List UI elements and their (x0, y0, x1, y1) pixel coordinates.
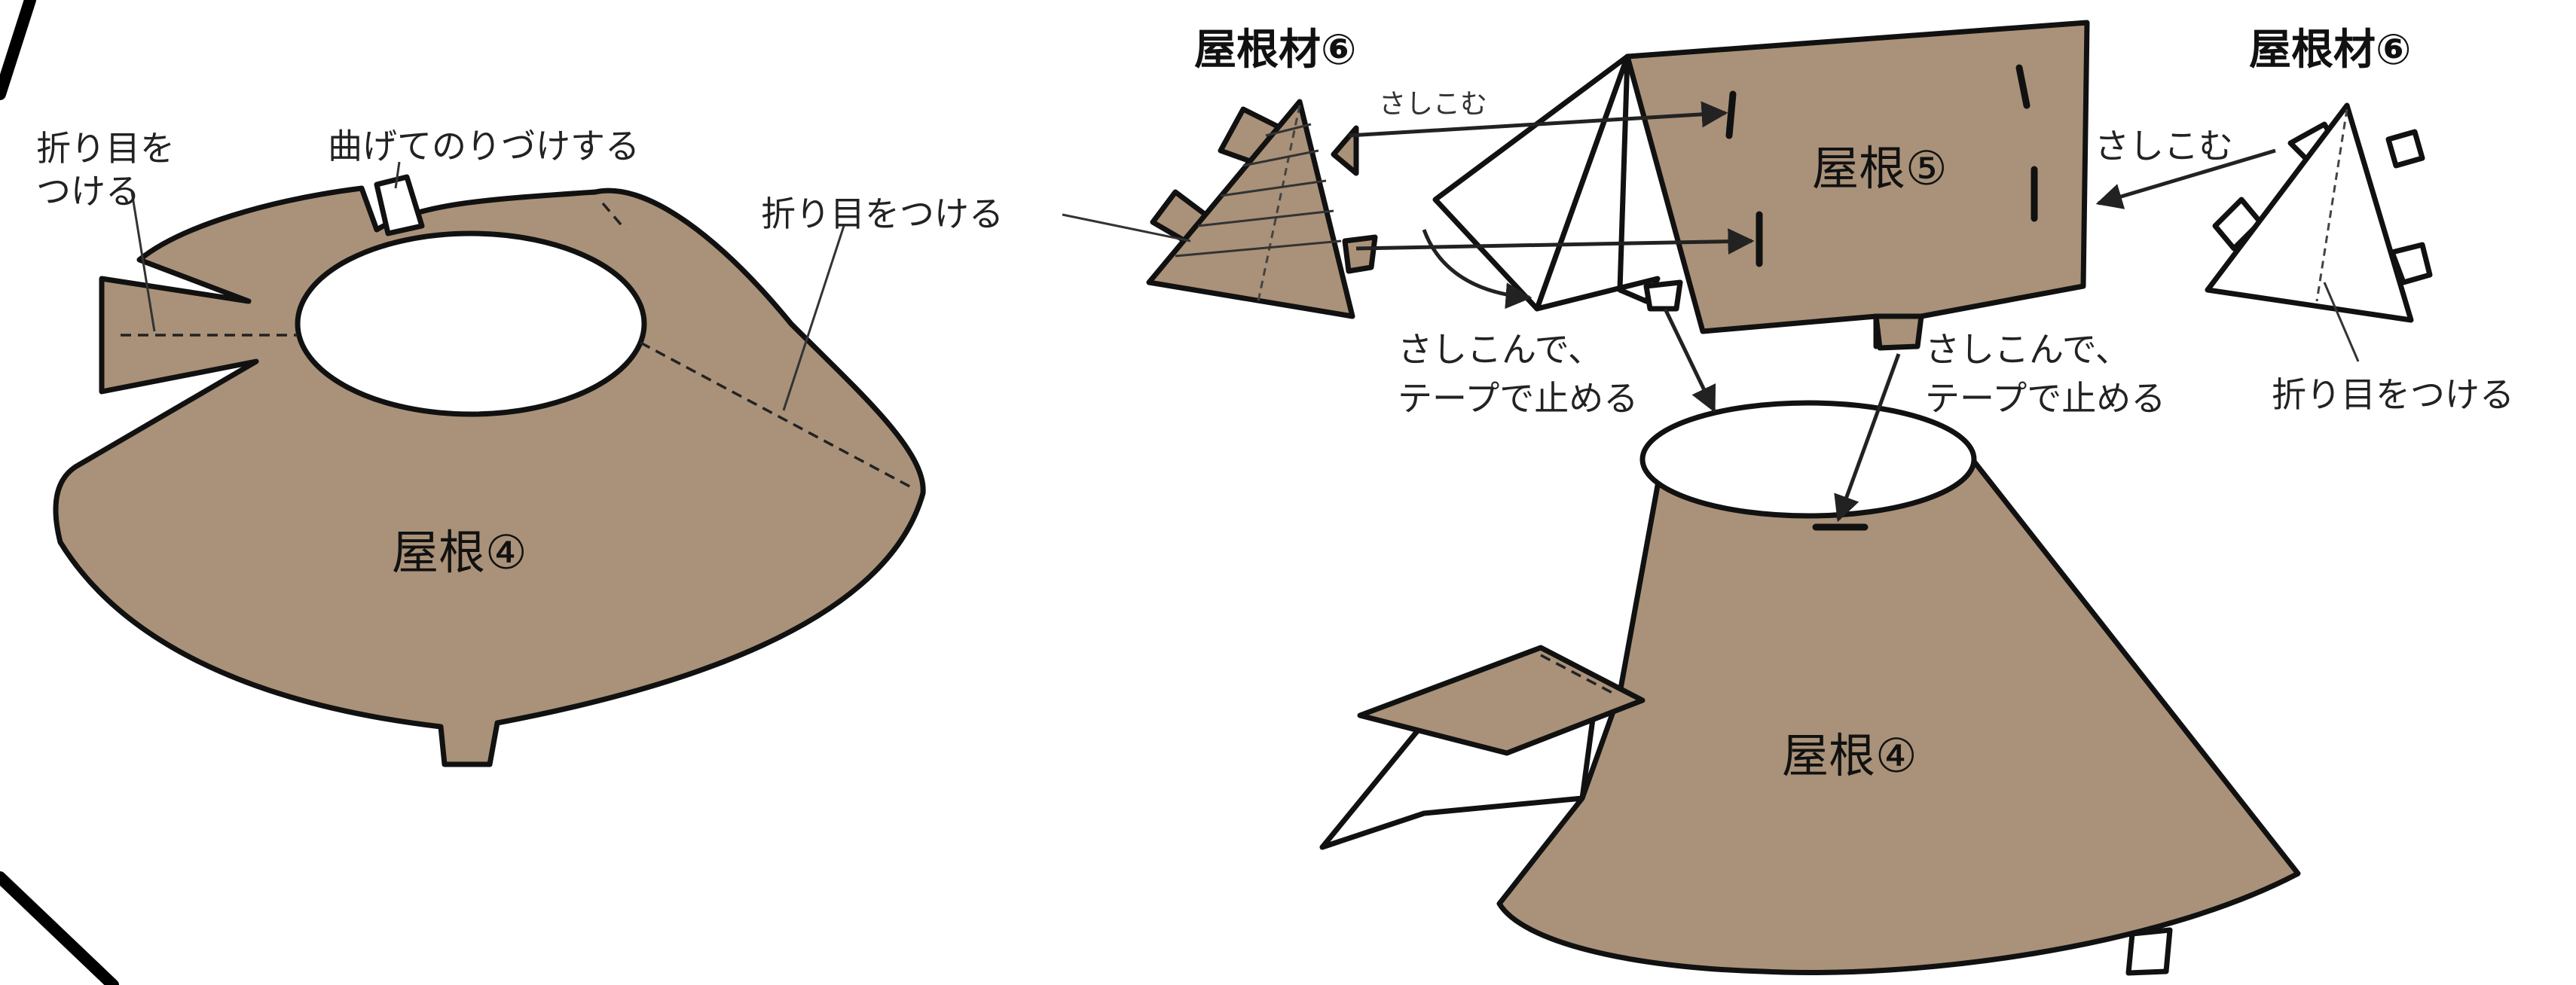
leader-fold-right-material (2323, 282, 2360, 362)
material-6-right-tab-3 (2385, 129, 2425, 169)
roof-4-cone-top-opening (1639, 400, 1977, 519)
arrow-tape-left (1663, 307, 1716, 413)
fold-label-right-material: 折り目をつける (2272, 374, 2514, 415)
roof-4-cone-flap-fold (1540, 654, 1613, 694)
roof-material-6-right (2205, 102, 2433, 323)
material-6-right-tab-4 (2389, 242, 2433, 285)
material-6-left-tab-4 (1342, 234, 1378, 274)
roof-5-slot-left-top (1725, 90, 1737, 139)
roof-5-slot-right-top (2015, 64, 2031, 109)
leader-bend-glue (394, 161, 401, 189)
tape-right-line1: さしこんで、 (1925, 329, 2130, 370)
material-6-left-tab-3 (1331, 125, 1359, 176)
fold-line-top-right (601, 202, 627, 231)
roof-4-cone-title: 屋根④ (1782, 728, 1917, 783)
tape-left-line1: さしこんで、 (1398, 329, 1603, 370)
leader-material-left (1062, 213, 1191, 242)
roof-4-left-title: 屋根④ (392, 525, 527, 580)
tape-left-line2: テープで止める (1398, 378, 1638, 419)
roof-5-bottom-tab (1873, 313, 1924, 351)
material-6-right-title: 屋根材⑥ (2249, 26, 2411, 75)
material-6-left-hatch (1175, 123, 1342, 258)
fold-label-right: 折り目をつける (761, 194, 1004, 234)
arrow-curve-insert (1422, 229, 1532, 310)
arrow-tape-right (1834, 353, 1901, 523)
roof-4-center-hole (295, 230, 647, 417)
material-6-left-fold (1257, 105, 1301, 302)
bend-glue-label: 曲げてのりづけする (328, 126, 640, 166)
leader-fold-top-left (130, 191, 156, 332)
roof-4-development: 屋根④ 折り目を つける 曲げてのりづけする 折り目をつける (36, 126, 1004, 767)
assembly-view: 屋根材⑥ 屋根材⑥ 屋根⑤ 屋根④ さしこむ さしこむ さしこんで、 テープで止… (1062, 20, 2514, 976)
roof-4-cone-side-flap (1357, 645, 1646, 756)
frame-stroke-top-left (0, 0, 36, 100)
arrow-insert-right (2095, 148, 2276, 209)
material-6-left-title: 屋根材⑥ (1194, 26, 1356, 75)
material-6-right-fold (2315, 108, 2348, 302)
leader-fold-right (782, 225, 845, 411)
roof-4-glue-tab (374, 174, 425, 236)
arrow-insert-left-top (1348, 101, 1728, 138)
roof-5-side-notch (1643, 279, 1683, 312)
roof-material-6-left (1146, 99, 1378, 319)
tape-right-line2: テープで止める (1925, 378, 2165, 419)
frame-stroke-bottom-left (0, 871, 119, 985)
insert-small-label: さしこむ (1379, 89, 1487, 120)
roof-5-title: 屋根⑤ (1812, 141, 1948, 196)
insert-right-label: さしこむ (2095, 126, 2233, 166)
fold-label-top-left-line1: 折り目を (36, 128, 175, 169)
roof-4-cone-bottom-tab (2125, 927, 2173, 976)
fold-label-top-left-line2: つける (36, 171, 140, 212)
arrow-insert-left-bottom (1355, 228, 1755, 255)
material-6-right-body (2205, 102, 2414, 323)
material-6-left-body (1146, 99, 1355, 319)
